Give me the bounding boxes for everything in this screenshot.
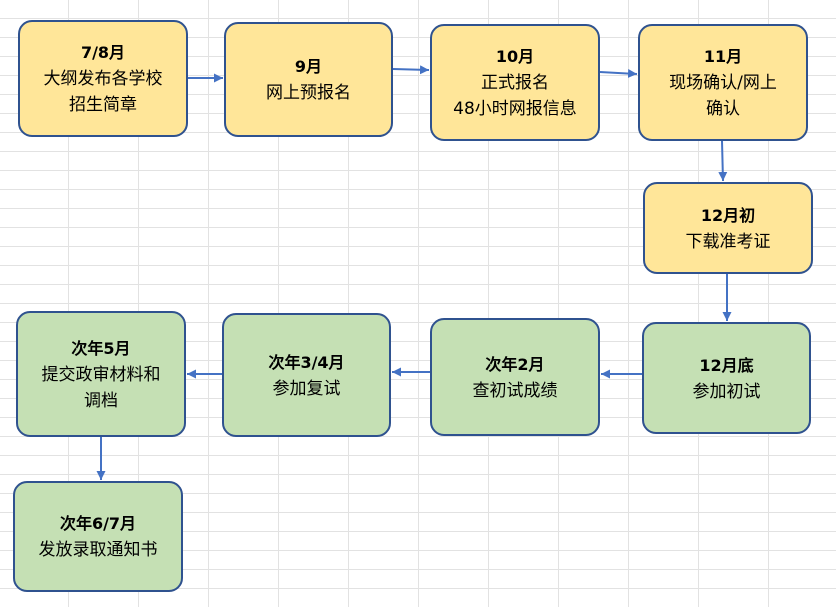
arrow-step3-to-step4	[599, 69, 638, 79]
step-node-10: 次年6/7月 发放录取通知书	[13, 481, 183, 592]
arrow-step2-to-step3	[392, 65, 430, 75]
step-node-7: 次年2月 查初试成绩	[430, 318, 600, 436]
step-description: 参加复试	[272, 378, 341, 399]
step-description: 现场确认/网上	[669, 73, 777, 93]
step-node-2: 9月 网上预报名	[224, 22, 393, 137]
step-description: 确认	[706, 99, 740, 119]
step-node-5: 12月初 下载准考证	[643, 182, 813, 274]
step-title: 10月	[495, 47, 535, 66]
step-title: 9月	[294, 57, 323, 76]
step-description: 下载准考证	[685, 231, 771, 252]
step-description: 网上预报名	[266, 83, 351, 103]
step-description: 调档	[84, 390, 118, 411]
step-description: 发放录取通知书	[38, 540, 158, 560]
step-node-6: 12月底 参加初试	[642, 322, 811, 434]
step-description: 提交政审材料和	[41, 364, 161, 385]
step-description: 正式报名	[481, 73, 549, 93]
step-title: 次年6/7月	[59, 514, 137, 533]
step-title: 7/8月	[80, 43, 126, 62]
step-node-3: 10月 正式报名 48小时网报信息	[430, 24, 600, 141]
step-description: 48小时网报信息	[453, 99, 577, 119]
step-node-8: 次年3/4月 参加复试	[222, 313, 391, 437]
step-title: 次年5月	[71, 338, 131, 358]
step-description: 大纲发布各学校	[43, 69, 163, 89]
arrow-step4-to-step5	[718, 140, 728, 182]
step-description: 查初试成绩	[472, 380, 558, 401]
step-node-9: 次年5月 提交政审材料和 调档	[16, 311, 186, 437]
step-title: 12月底	[699, 355, 754, 375]
step-title: 12月初	[700, 205, 756, 225]
step-node-1: 7/8月 大纲发布各学校 招生简章	[18, 20, 188, 137]
step-description: 参加初试	[692, 381, 761, 402]
step-title: 次年2月	[485, 354, 545, 374]
step-description: 招生简章	[69, 95, 137, 115]
step-node-4: 11月 现场确认/网上 确认	[638, 24, 808, 141]
step-title: 次年3/4月	[268, 352, 345, 372]
step-title: 11月	[703, 47, 743, 66]
